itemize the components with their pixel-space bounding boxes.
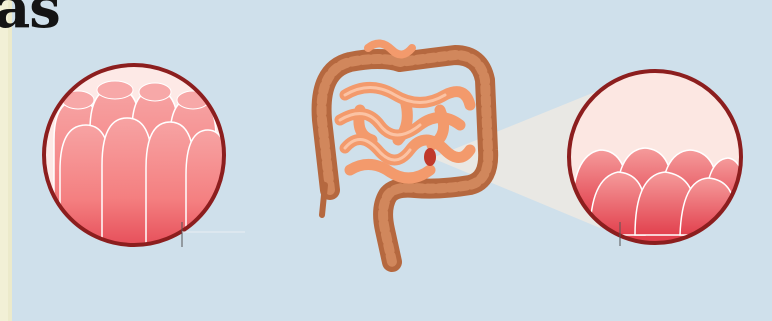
- intestines-graphic: [322, 43, 489, 262]
- healthy-villi-inset: [40, 60, 245, 250]
